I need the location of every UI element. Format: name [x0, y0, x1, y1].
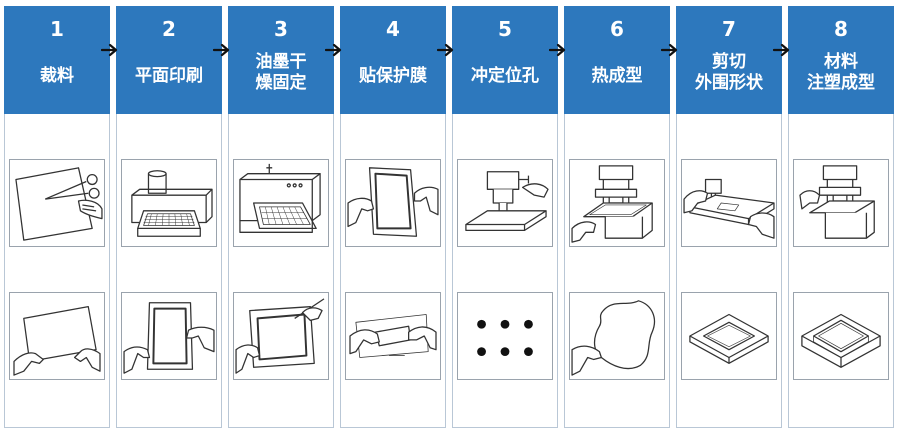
trimmed-frame-part-icon: [681, 292, 777, 380]
step-header: 1 裁料: [4, 6, 110, 114]
hands-holding-dried-print-icon: [233, 292, 329, 380]
step-6: 6 热成型: [564, 6, 670, 428]
six-registration-holes-icon: [457, 292, 553, 380]
step-number: 8: [834, 17, 848, 41]
molded-frame-part-icon: [793, 292, 889, 380]
step-3: 3 油墨干燥固定: [228, 6, 334, 428]
drying-oven-icon: [233, 159, 329, 247]
arrow-right-icon: [773, 43, 790, 57]
hands-applying-film-icon: [345, 159, 441, 247]
arrow-right-icon: [661, 43, 678, 57]
hands-holding-printed-frame-icon: [121, 292, 217, 380]
hole-punch-machine-icon: [457, 159, 553, 247]
step-number: 7: [722, 17, 736, 41]
arrow-right-icon: [213, 43, 230, 57]
arrow-right-icon: [437, 43, 454, 57]
hands-holding-blank-sheet-icon: [9, 292, 105, 380]
step-header: 2 平面印刷: [116, 6, 222, 114]
step-title: 裁料: [40, 66, 74, 86]
arrow-right-icon: [325, 43, 342, 57]
step-header: 8 材料注塑成型: [788, 6, 894, 114]
trimming-machine-icon: [681, 159, 777, 247]
scissors-cutting-sheet-icon: [9, 159, 105, 247]
step-1: 1 裁料: [4, 6, 110, 428]
step-7: 7 剪切外围形状: [676, 6, 782, 428]
step-header: 4 贴保护膜: [340, 6, 446, 114]
step-title: 油墨干燥固定: [255, 52, 307, 93]
hand-holding-formed-film-icon: [569, 292, 665, 380]
step-header: 3 油墨干燥固定: [228, 6, 334, 114]
step-header: 5 冲定位孔: [452, 6, 558, 114]
step-number: 3: [274, 17, 288, 41]
step-title: 热成型: [591, 66, 643, 86]
step-4: 4 贴保护膜: [340, 6, 446, 428]
step-number: 2: [162, 17, 176, 41]
step-8: 8 材料注塑成型: [788, 6, 894, 428]
step-header: 6 热成型: [564, 6, 670, 114]
step-title: 平面印刷: [135, 66, 203, 86]
step-number: 4: [386, 17, 400, 41]
hands-peeling-film-icon: [345, 292, 441, 380]
arrow-right-icon: [549, 43, 566, 57]
step-5: 5 冲定位孔: [452, 6, 558, 428]
step-header: 7 剪切外围形状: [676, 6, 782, 114]
arrow-right-icon: [101, 43, 118, 57]
step-2: 2 平面印刷: [116, 6, 222, 428]
injection-molding-machine-icon: [793, 159, 889, 247]
screen-printing-machine-icon: [121, 159, 217, 247]
step-title: 冲定位孔: [471, 66, 539, 86]
step-number: 6: [610, 17, 624, 41]
step-title: 贴保护膜: [359, 66, 427, 86]
thermoforming-machine-icon: [569, 159, 665, 247]
step-number: 5: [498, 17, 512, 41]
step-title: 剪切外围形状: [695, 52, 763, 93]
step-title: 材料注塑成型: [807, 52, 875, 93]
step-number: 1: [50, 17, 64, 41]
